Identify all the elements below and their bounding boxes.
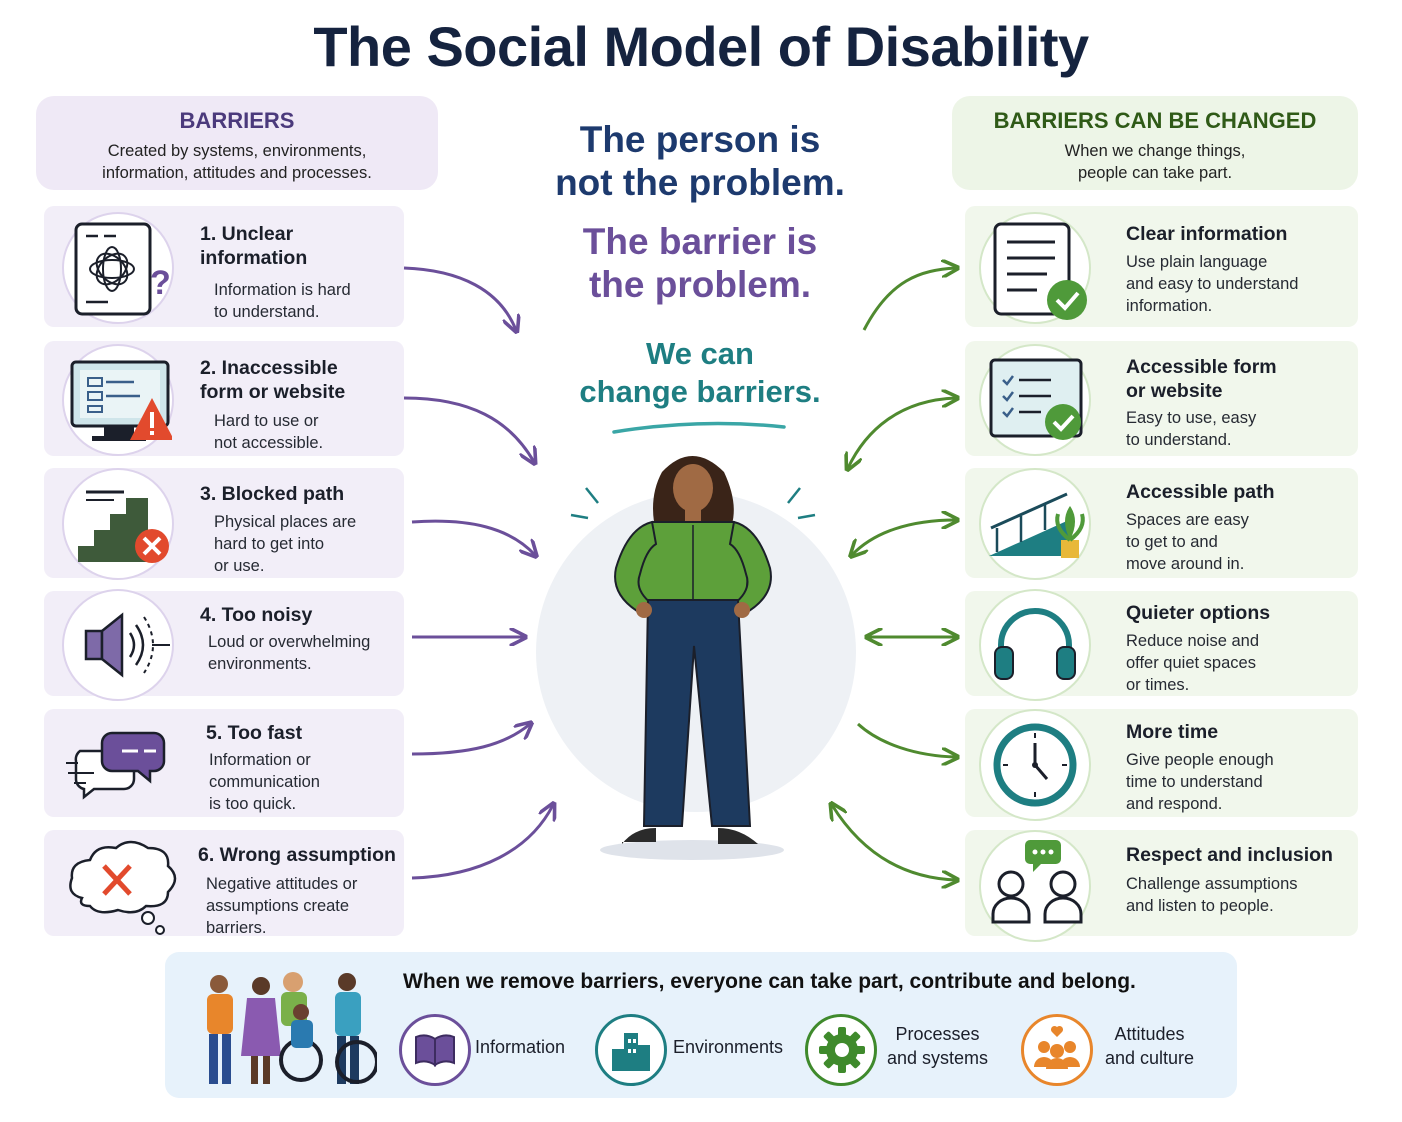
ramp-icon <box>979 468 1091 580</box>
solution-arrow-6 <box>832 805 956 880</box>
group-heart-icon <box>1021 1014 1093 1086</box>
footer-label-processes: Processes and systems <box>887 1024 989 1068</box>
statement-barrier: The barrier is the problem. <box>582 221 818 305</box>
barrier-desc: Loud or overwhelming environments. <box>208 633 371 673</box>
thought-bubble-x-icon <box>62 830 177 942</box>
barrier-title: 4. Too noisy <box>200 604 313 626</box>
checklist-screen-icon <box>979 344 1091 456</box>
monitor-warning-icon <box>62 344 174 456</box>
solution-desc: Reduce noise and offer quiet spaces or t… <box>1126 632 1260 694</box>
barrier-card-1: ? 1. Unclear information Information is … <box>44 206 404 327</box>
barriers-header-title: BARRIERS <box>179 108 295 133</box>
barrier-arrow-1 <box>403 266 516 330</box>
solution-card-5: More time Give people enough time to und… <box>965 709 1358 821</box>
solution-card-6: Respect and inclusion Challenge assumpti… <box>965 830 1358 942</box>
solution-desc: Challenge assumptions and listen to peop… <box>1126 875 1298 915</box>
underline-stroke <box>612 421 786 434</box>
blocked-stairs-icon <box>62 468 174 580</box>
footer-label-attitudes: Attitudes and culture <box>1105 1024 1195 1068</box>
barrier-desc: Physical places are hard to get into or … <box>214 513 357 575</box>
solution-title: Quieter options <box>1126 602 1271 624</box>
solution-title: Clear information <box>1126 223 1288 245</box>
solution-card-4: Quieter options Reduce noise and offer q… <box>965 589 1358 701</box>
bottom-banner: When we remove barriers, everyone can ta… <box>165 952 1237 1098</box>
barrier-card-2: 2. Inaccessible form or website Hard to … <box>44 341 404 456</box>
solution-card-3: Accessible path Spaces are easy to get t… <box>965 468 1358 580</box>
statement-change: We can change barriers. <box>579 336 821 409</box>
buildings-icon <box>595 1014 667 1086</box>
solution-desc: Easy to use, easy to understand. <box>1126 409 1257 449</box>
solution-arrow-5 <box>856 722 956 757</box>
gear-icon <box>805 1014 877 1086</box>
fast-speech-bubbles-icon <box>62 709 174 821</box>
document-check-icon <box>979 212 1091 324</box>
changed-header-subtitle: When we change things, people can take p… <box>1064 142 1246 182</box>
barriers-header-subtitle: Created by systems, environments, inform… <box>102 142 372 182</box>
loud-speaker-icon <box>62 589 174 701</box>
solution-card-1: Clear information Use plain language and… <box>965 206 1358 327</box>
barrier-title: 2. Inaccessible form or website <box>200 357 346 403</box>
headphones-icon <box>979 589 1091 701</box>
solution-arrow-2 <box>848 398 956 468</box>
barrier-arrow-3 <box>411 519 535 555</box>
barrier-card-5: 5. Too fast Information or communication… <box>44 709 404 817</box>
solution-desc: Give people enough time to understand an… <box>1126 751 1274 813</box>
person-figure <box>600 456 784 860</box>
statement-person: The person is not the problem. <box>555 119 845 203</box>
barrier-title: 1. Unclear information <box>200 223 308 269</box>
footer-message: When we remove barriers, everyone can ta… <box>403 970 1136 993</box>
barrier-arrow-6 <box>411 805 553 880</box>
barrier-title: 5. Too fast <box>206 722 303 744</box>
solution-desc: Use plain language and easy to understan… <box>1126 253 1299 315</box>
footer-label-information: Information <box>475 1037 566 1057</box>
page-title: The Social Model of Disability <box>313 15 1089 78</box>
solution-desc: Spaces are easy to get to and move aroun… <box>1126 511 1249 573</box>
barrier-title: 3. Blocked path <box>200 483 345 505</box>
barrier-card-3: 3. Blocked path Physical places are hard… <box>44 468 404 580</box>
solution-arrow-3 <box>852 520 956 555</box>
solution-title: Accessible form or website <box>1126 356 1277 402</box>
solution-title: Accessible path <box>1126 481 1275 503</box>
solution-card-2: Accessible form or website Easy to use, … <box>965 341 1358 456</box>
unclear-document-icon: ? <box>62 212 174 324</box>
diverse-people-icon <box>197 964 379 1097</box>
barrier-desc: Hard to use or not accessible. <box>214 412 324 452</box>
solution-arrow-1 <box>862 268 956 331</box>
changed-header-title: BARRIERS CAN BE CHANGED <box>993 108 1317 133</box>
barrier-card-4: 4. Too noisy Loud or overwhelming enviro… <box>44 589 404 701</box>
solution-title: Respect and inclusion <box>1126 844 1333 866</box>
book-icon <box>399 1014 471 1086</box>
people-chat-icon <box>979 830 1091 942</box>
barrier-desc: Negative attitudes or assumptions create… <box>206 875 358 937</box>
barrier-desc: Information or communication is too quic… <box>209 751 320 813</box>
barriers-header: BARRIERS Created by systems, environment… <box>36 96 438 190</box>
barrier-title: 6. Wrong assumption <box>198 844 396 866</box>
barrier-arrow-2 <box>403 396 534 462</box>
svg-text:?: ? <box>150 264 171 302</box>
footer-label-environments: Environments <box>673 1037 784 1057</box>
barrier-arrow-5 <box>411 724 530 756</box>
solution-title: More time <box>1126 721 1219 743</box>
barrier-card-6: 6. Wrong assumption Negative attitudes o… <box>44 830 404 937</box>
changed-header: BARRIERS CAN BE CHANGED When we change t… <box>952 96 1358 190</box>
clock-icon <box>979 709 1091 821</box>
barrier-desc: Information is hard to understand. <box>214 281 351 321</box>
